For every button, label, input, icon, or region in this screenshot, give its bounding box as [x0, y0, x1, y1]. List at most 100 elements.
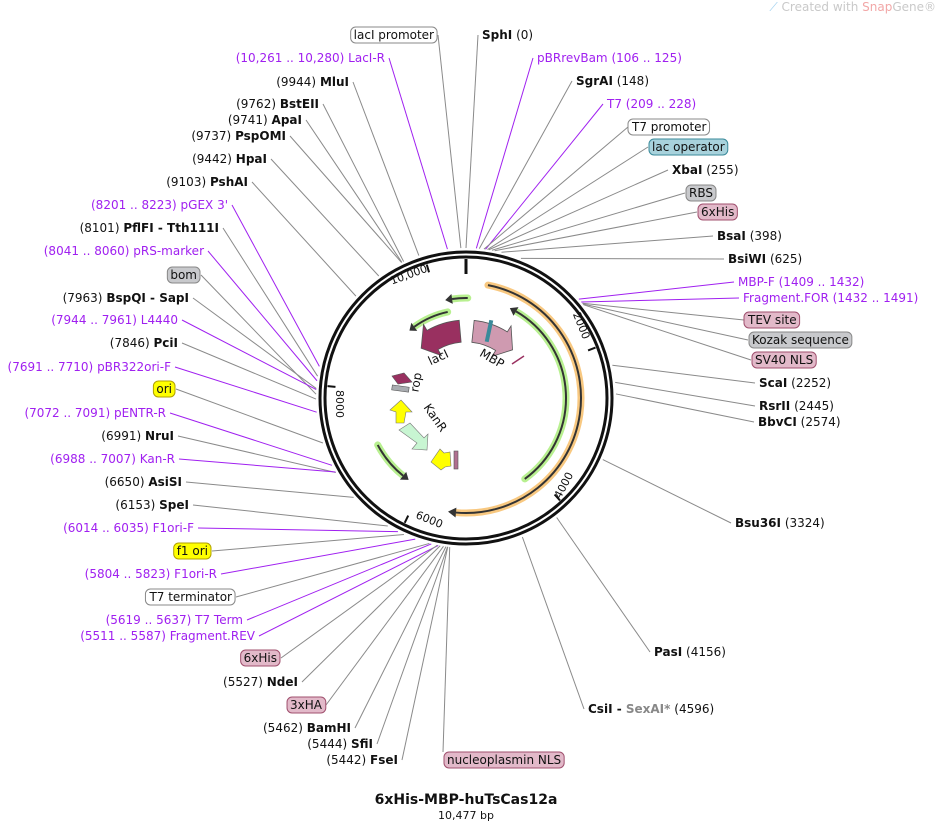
site-label[interactable]: (6153) SpeI [115, 498, 189, 512]
site-label[interactable]: (7846) PciI [110, 336, 178, 350]
fname-text: ori [156, 382, 172, 396]
feature-label[interactable]: 3xHA [290, 698, 323, 712]
orf-arrow-bottom[interactable] [374, 441, 409, 480]
primer-label[interactable]: (7944 .. 7961) L4440 [51, 313, 178, 327]
site-label[interactable]: SphI (0) [482, 28, 533, 42]
fname-text: bom [170, 268, 197, 282]
leader-line [437, 34, 462, 249]
inner-label-rop: rop [407, 371, 424, 393]
primer-label[interactable]: (5804 .. 5823) F1ori-R [85, 567, 217, 581]
leader-line [185, 481, 354, 498]
primer-label[interactable]: (6988 .. 7007) Kan-R [50, 452, 175, 466]
site-label[interactable]: (6991) NruI [101, 429, 174, 443]
site-label[interactable]: PasI (4156) [654, 645, 726, 659]
leader-line [582, 302, 745, 321]
site-label[interactable]: BbvCI (2574) [758, 415, 841, 429]
site-label[interactable]: (6650) AsiSI [105, 475, 182, 489]
leader-line [280, 544, 438, 659]
feature-label[interactable]: 6xHis [244, 651, 277, 665]
site-label[interactable]: (5527) NdeI [223, 675, 298, 689]
scale-tick-label: 8000 [333, 390, 346, 418]
rop-feature[interactable] [391, 372, 413, 385]
laci-feature[interactable] [420, 319, 462, 357]
kanr-yellow-arrow[interactable] [430, 448, 452, 471]
pos-text: (8101) [80, 221, 120, 235]
site-label[interactable]: XbaI (255) [672, 163, 739, 177]
site-label[interactable]: BsiWI (625) [728, 252, 802, 266]
nm-text: SfiI [351, 737, 373, 751]
pos-text: (9103) [166, 175, 206, 189]
primer-label[interactable]: (7691 .. 7710) pBR322ori-F [8, 360, 172, 374]
site-label[interactable]: (9103) PshAI [166, 175, 248, 189]
site-label[interactable]: (9737) PspOMI [191, 129, 286, 143]
site-label[interactable]: (5442) FseI [326, 753, 398, 767]
primer-label[interactable]: pBRrevBam (106 .. 125) [537, 51, 682, 65]
primer-label[interactable]: MBP-F (1409 .. 1432) [738, 275, 864, 289]
feature-label[interactable]: 6xHis [701, 205, 734, 219]
range-text: (6988 .. 7007) [50, 452, 136, 466]
site-label[interactable]: (9944) MluI [276, 75, 349, 89]
primer-label[interactable]: (8041 .. 8060) pRS-marker [44, 244, 204, 258]
leader-line [478, 80, 573, 249]
fname-text: SV40 NLS [755, 353, 813, 367]
kanr-promoter-arrow[interactable] [389, 399, 413, 424]
site-label[interactable]: CsiI - SexAI* (4596) [588, 702, 714, 716]
feature-label[interactable]: ori [156, 382, 172, 396]
range-text: (1409 .. 1432) [779, 275, 865, 289]
orf-arc-orange[interactable] [448, 281, 585, 518]
scale-tick [425, 264, 430, 273]
kanr-feature[interactable] [398, 422, 429, 451]
snapgene-watermark: ⟋ Created with SnapGene® [769, 0, 936, 14]
inner-label-kanr: KanR [421, 401, 450, 434]
site-label[interactable]: BsaI (398) [717, 229, 782, 243]
primer-label[interactable]: (7072 .. 7091) pENTR-R [24, 406, 166, 420]
pos-text: (9762) [236, 97, 276, 111]
feature-label[interactable]: T7 terminator [148, 590, 232, 604]
pos-text: (5527) [223, 675, 263, 689]
feature-label[interactable]: f1 ori [177, 544, 208, 558]
leader-line [175, 388, 324, 444]
pname-text: MBP-F [738, 275, 775, 289]
feature-label[interactable]: T7 promoter [631, 120, 707, 134]
feature-label[interactable]: TEV site [747, 313, 797, 327]
scale-tick [587, 346, 596, 352]
primer-label[interactable]: (5619 .. 5637) T7 Term [106, 613, 243, 627]
site-label[interactable]: ScaI (2252) [759, 376, 831, 390]
site-label[interactable]: RsrII (2445) [759, 399, 834, 413]
orf-arrow-left[interactable] [409, 308, 452, 331]
fname-text: 3xHA [290, 698, 323, 712]
site-label[interactable]: Bsu36I (3324) [735, 516, 825, 530]
feature-label[interactable]: lac operator [652, 140, 725, 154]
site-label[interactable]: (9442) HpaI [192, 152, 267, 166]
fname-text: nucleoplasmin NLS [447, 753, 561, 767]
pos-text: (9442) [192, 152, 232, 166]
primer-label[interactable]: T7 (209 .. 228) [606, 97, 696, 111]
primer-label[interactable]: (8201 .. 8223) pGEX 3' [91, 198, 228, 212]
leader-line [465, 34, 479, 249]
leader-line [325, 545, 444, 706]
leader-line [301, 545, 441, 683]
nm-text: SgrAI [576, 74, 613, 88]
orf-arc-green[interactable] [509, 307, 570, 483]
primer-label[interactable]: (10,261 .. 10,280) LacI-R [236, 51, 385, 65]
leader-line [488, 169, 669, 251]
site-label[interactable]: (9741) ApaI [228, 113, 302, 127]
nm-text: CsiI - [588, 702, 626, 716]
feature-label[interactable]: Kozak sequence [752, 333, 849, 347]
feature-label[interactable]: RBS [689, 186, 713, 200]
site-label[interactable]: (5444) SfiI [307, 737, 373, 751]
feature-label[interactable]: bom [170, 268, 197, 282]
nm-text: RsrII [759, 399, 790, 413]
site-label[interactable]: (7963) BspQI - SapI [63, 291, 189, 305]
site-label[interactable]: (5462) BamHI [263, 721, 351, 735]
primer-label[interactable]: (5511 .. 5587) Fragment.REV [80, 629, 256, 643]
site-label[interactable]: SgrAI (148) [576, 74, 649, 88]
feature-label[interactable]: SV40 NLS [755, 353, 813, 367]
orf-arrow-top[interactable] [445, 294, 472, 304]
site-label[interactable]: (9762) BstEII [236, 97, 319, 111]
feature-label[interactable]: nucleoplasmin NLS [447, 753, 561, 767]
primer-label[interactable]: Fragment.FOR (1432 .. 1491) [743, 291, 918, 305]
feature-label[interactable]: lacI promoter [354, 28, 434, 42]
primer-label[interactable]: (6014 .. 6035) F1ori-F [63, 521, 194, 535]
site-label[interactable]: (8101) PflFI - Tth111I [80, 221, 219, 235]
